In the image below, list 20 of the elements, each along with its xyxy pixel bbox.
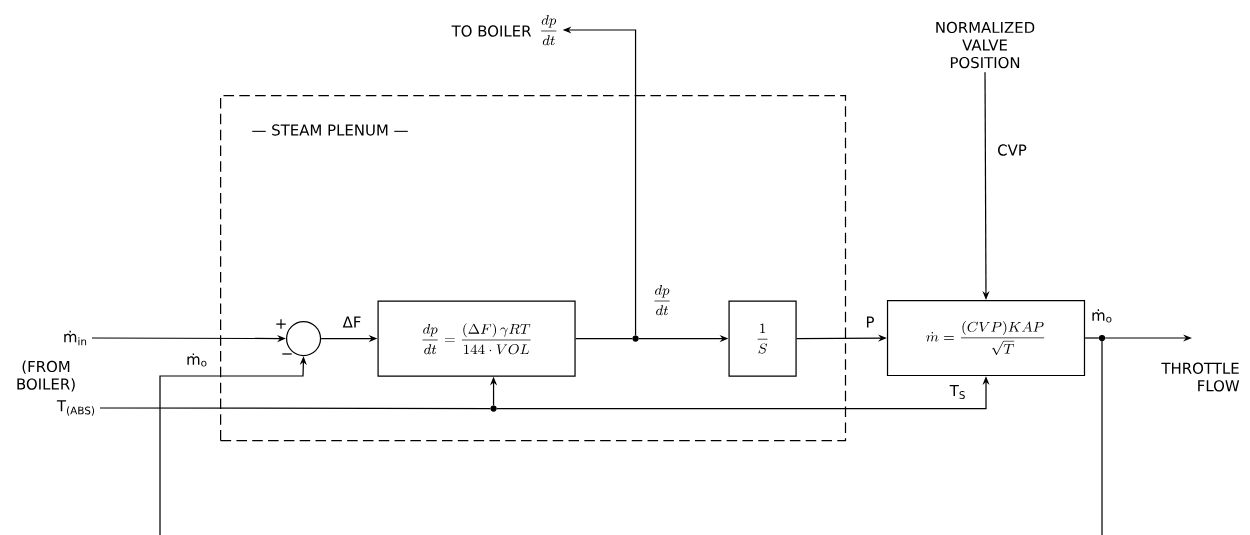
edge-label: CVP [995,142,1029,158]
subsystem-title: — STEAM PLENUM — [252,124,408,136]
summing-junction [285,320,322,357]
edge-label: $\frac{dp}{dt}$ [650,283,674,317]
sign-label: − [282,353,292,355]
signal-label: NORMALIZED VALVE POSITION [936,21,1035,69]
block-box: $\dot{m} = \frac{(CVP)KAP}{\sqrt{T}}$ [886,299,1086,377]
edge-label: ṁ$_{o}$ [184,351,210,369]
output-label: THROTTLE FLOW [1161,362,1240,392]
signal-note: (FROM BOILER) [17,360,75,392]
edge-label: ΔF [340,314,364,330]
signal-label: ṁ$_{in}$ [64,330,87,346]
edge-label: P [863,314,877,330]
block-box: $\frac{1}{S}$ [728,300,797,377]
signal-label: T$_{(ABS)}$ [56,400,95,416]
sign-label: + [276,319,286,329]
block-box: $\frac{dp}{dt} = \frac{(\Delta F)\,\gamma RT}{144\cdot VOL}$ [377,300,576,377]
edge-label: ṁ$_{o}$ [1089,307,1115,325]
edge-label: T$_{S}$ [947,383,969,401]
signal-label: TO BOILER $\frac{dp}{dt}$ [451,14,557,46]
